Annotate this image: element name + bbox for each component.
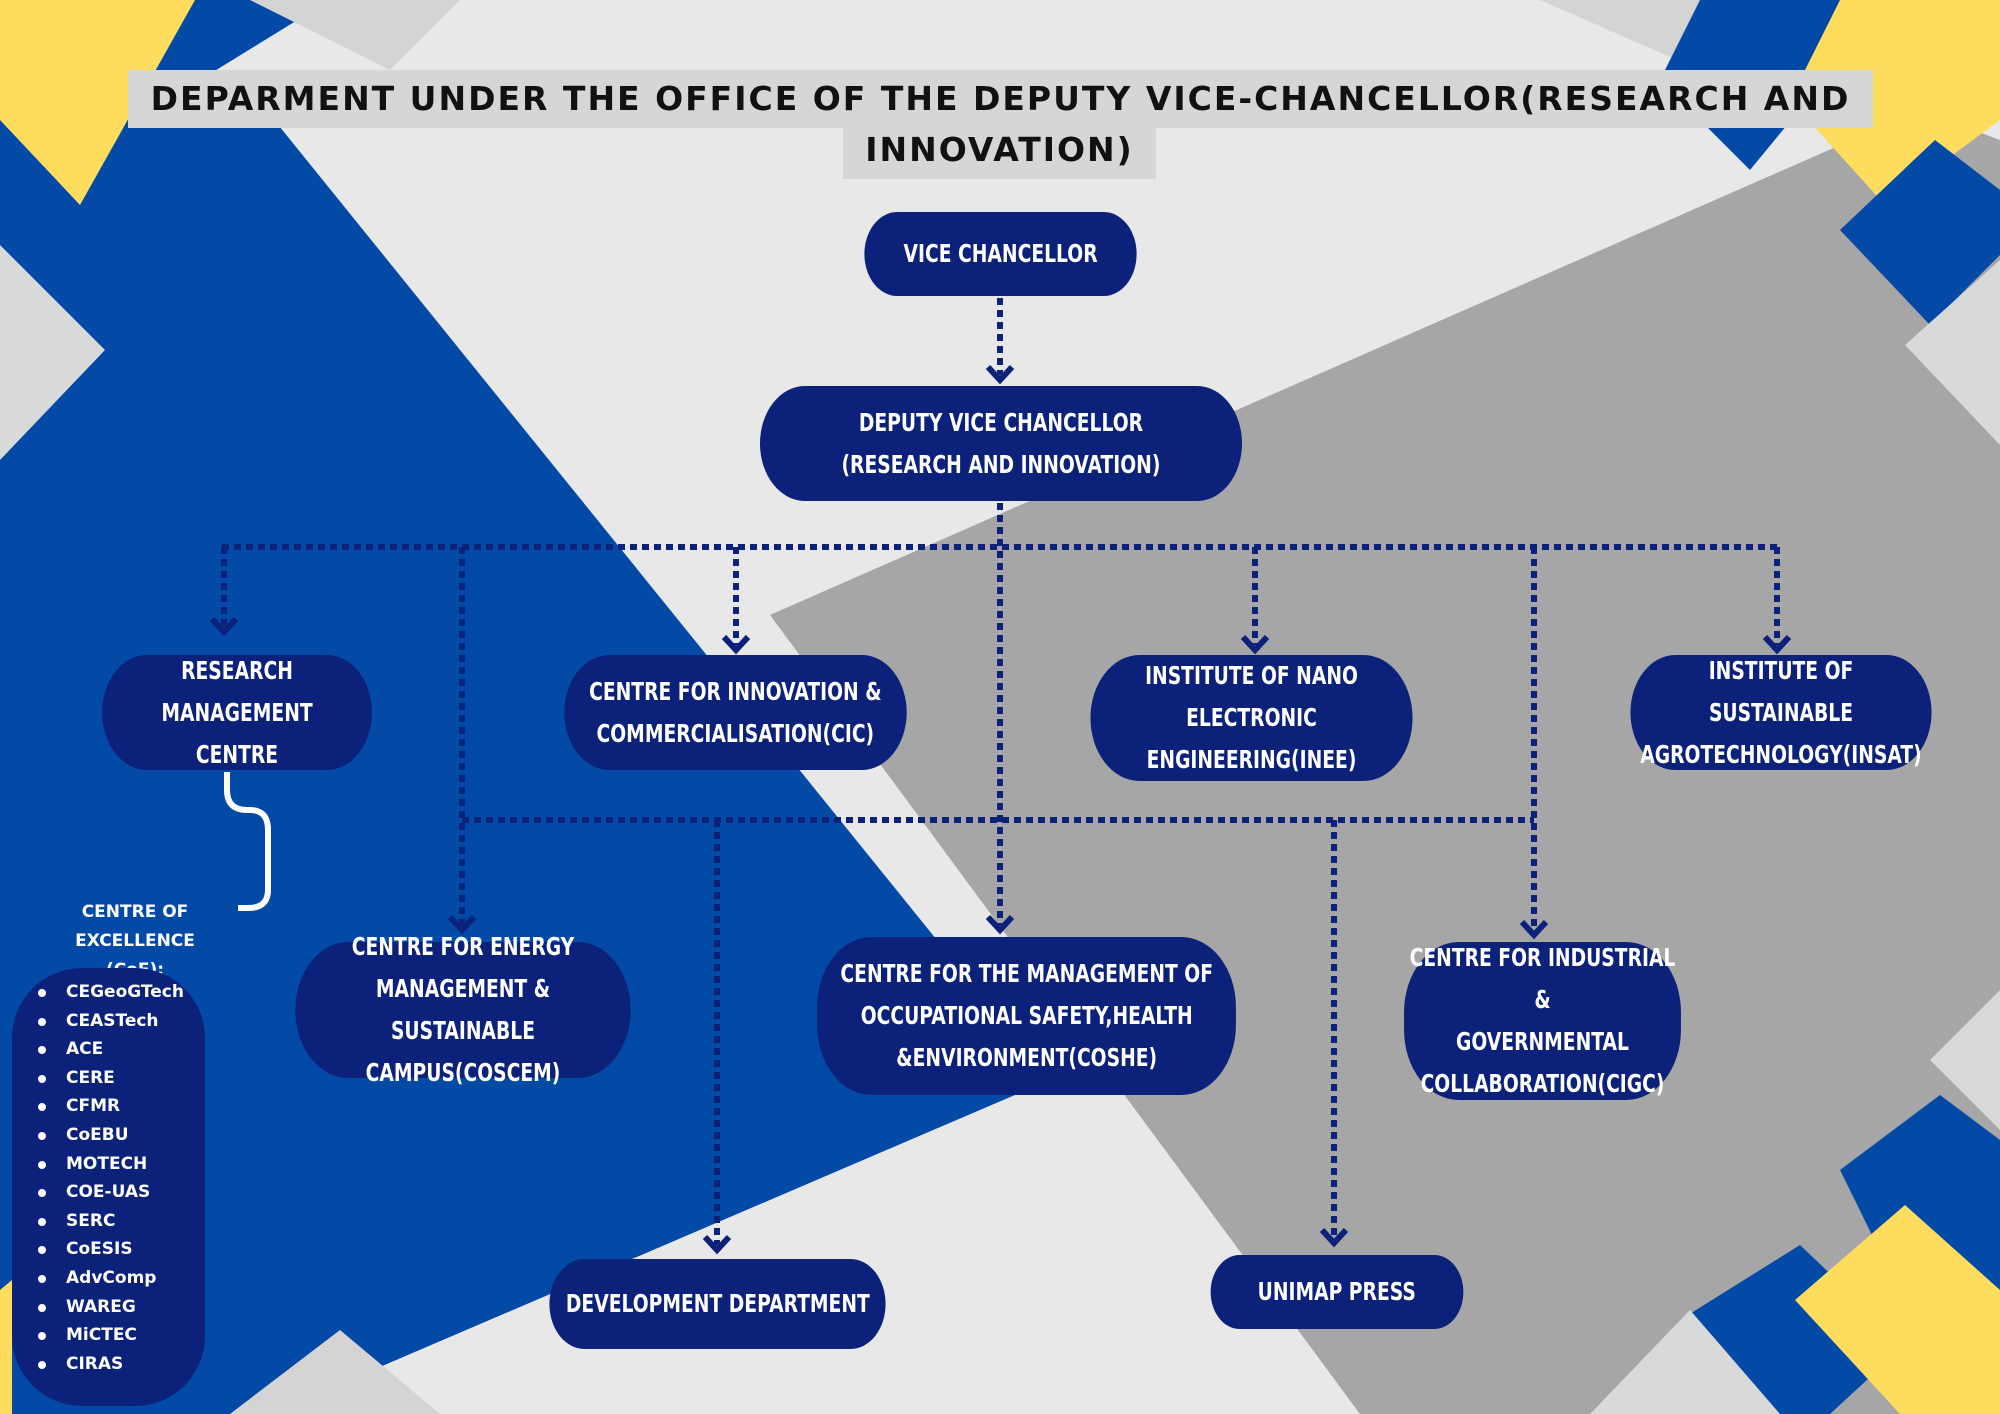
node-label-line: SUSTAINABLE CAMPUS(COSCEM) <box>365 1016 561 1087</box>
arrow-to-cigc <box>1519 919 1549 940</box>
node-label: RESEARCH MANAGEMENT CENTRE <box>102 650 372 776</box>
node-label-line: COLLABORATION(CIGC) <box>1420 1069 1665 1098</box>
page-title-line1-text: DEPARMENT UNDER THE OFFICE OF THE DEPUTY… <box>150 79 1851 118</box>
coe-list-item: SERC <box>32 1207 184 1236</box>
node-label-line: CENTRE FOR THE MANAGEMENT OF <box>840 959 1213 988</box>
node-label-line: (RESEARCH AND INNOVATION) <box>841 449 1161 479</box>
arrow-to-coshe <box>985 914 1015 935</box>
blue-triangle <box>0 90 1050 1414</box>
coe-list-item: CoEBU <box>32 1121 184 1150</box>
arrow-to-insat <box>1762 634 1792 655</box>
gray-wedge-left <box>0 245 105 460</box>
node-label: DEPUTY VICE CHANCELLOR (RESEARCH AND INNO… <box>835 402 1167 486</box>
node-label-line: CENTRE <box>195 739 279 769</box>
node-label-line: UNIMAP PRESS <box>1257 1277 1417 1306</box>
coe-list-item: MOTECH <box>32 1150 184 1179</box>
coe-list-item: CIRAS <box>32 1350 184 1379</box>
coe-list-item: CEGeoGTech <box>32 978 184 1007</box>
node-centre-energy-management: CENTRE FOR ENERGY MANAGEMENT & SUSTAINABL… <box>295 932 631 1087</box>
coe-list-item: CoESIS <box>32 1235 184 1264</box>
node-label-line: VICE CHANCELLOR <box>903 239 1098 268</box>
arrow-to-coscem <box>447 914 477 935</box>
node-centre-innovation-commercialisation: CENTRE FOR INNOVATION & COMMERCIALISATION… <box>564 655 907 770</box>
coe-list-item: WAREG <box>32 1293 184 1322</box>
yellow-corner-bottom-right <box>1795 1205 2000 1414</box>
page-title-line2: INNOVATION) <box>843 124 1156 179</box>
node-research-management-centre: RESEARCH MANAGEMENT CENTRE <box>102 655 372 770</box>
node-label: CENTRE FOR INNOVATION & COMMERCIALISATION… <box>583 671 888 755</box>
gray-wedge-top <box>250 0 460 70</box>
node-label: INSTITUTE OF SUSTAINABLE AGROTECHNOLOGY(I… <box>1630 650 1931 776</box>
coe-title-line1: CENTRE OF EXCELLENCE <box>75 902 195 951</box>
node-label-line: CENTRE FOR INNOVATION & <box>589 676 882 706</box>
coe-list-item: CFMR <box>32 1092 184 1121</box>
coe-list-item: COE-UAS <box>32 1178 184 1207</box>
arrow-to-press <box>1319 1227 1349 1248</box>
node-label-line: &ENVIRONMENT(COSHE) <box>896 1043 1157 1072</box>
coe-list-item: ACE <box>32 1035 184 1064</box>
node-label: UNIMAP PRESS <box>1255 1271 1420 1313</box>
node-label-line: OCCUPATIONAL SAFETY,HEALTH <box>860 1001 1193 1030</box>
arrow-to-development <box>702 1234 732 1255</box>
node-label-line: DEPUTY VICE CHANCELLOR <box>858 407 1144 437</box>
node-label: CENTRE FOR THE MANAGEMENT OF OCCUPATIONAL… <box>832 953 1220 1079</box>
node-label: CENTRE FOR ENERGY MANAGEMENT & SUSTAINABL… <box>295 926 630 1094</box>
gray-wedge-bottom-right <box>1590 1310 1780 1414</box>
blue-diamond-right <box>1840 140 2000 325</box>
node-label: INSTITUTE OF NANO ELECTRONIC ENGINEERING(… <box>1090 655 1412 781</box>
node-label-line: COMMERCIALISATION(CIC) <box>596 718 875 748</box>
node-institute-sustainable-agrotechnology: INSTITUTE OF SUSTAINABLE AGROTECHNOLOGY(I… <box>1630 655 1932 770</box>
arrow-to-rmc <box>209 616 239 637</box>
yellow-corner-top-left <box>0 0 195 205</box>
arrow-to-dvc <box>985 364 1015 385</box>
node-centre-occupational-safety: CENTRE FOR THE MANAGEMENT OF OCCUPATIONAL… <box>817 937 1236 1095</box>
gray-wedge-lower-right <box>1930 990 2000 1130</box>
coe-list-item: CERE <box>32 1064 184 1093</box>
gray-wedge-right <box>1905 260 2000 445</box>
arrow-to-cic <box>721 634 751 655</box>
gray-wedge-bottom-left <box>230 1330 440 1414</box>
coe-list-item: MiCTEC <box>32 1321 184 1350</box>
node-vice-chancellor: VICE CHANCELLOR <box>864 212 1137 296</box>
node-deputy-vice-chancellor: DEPUTY VICE CHANCELLOR (RESEARCH AND INNO… <box>759 386 1243 501</box>
page-title-line1: DEPARMENT UNDER THE OFFICE OF THE DEPUTY… <box>128 70 1873 128</box>
node-centre-industrial-governmental: CENTRE FOR INDUSTRIAL & GOVERNMENTAL COLLA… <box>1404 942 1681 1100</box>
node-unimap-press: UNIMAP PRESS <box>1210 1255 1464 1329</box>
node-label-line: RESEARCH MANAGEMENT <box>161 655 313 727</box>
node-label-line: INSTITUTE OF SUSTAINABLE <box>1708 655 1854 727</box>
node-label: CENTRE FOR INDUSTRIAL & GOVERNMENTAL COLLA… <box>1404 937 1681 1105</box>
node-label-line: INSTITUTE OF NANO ELECTRONIC <box>1145 661 1358 732</box>
page-title-line2-text: INNOVATION) <box>865 130 1134 169</box>
connector-rmc-coe <box>224 772 271 911</box>
arrow-to-inee <box>1240 634 1270 655</box>
node-development-department: DEVELOPMENT DEPARTMENT <box>549 1259 886 1349</box>
node-label-line: AGROTECHNOLOGY(INSAT) <box>1640 739 1922 769</box>
node-label-line: DEVELOPMENT DEPARTMENT <box>565 1289 870 1318</box>
node-label-line: CENTRE FOR ENERGY MANAGEMENT & <box>351 932 575 1003</box>
yellow-sliver-bottom-left <box>0 1280 12 1414</box>
coe-list-item: CEASTech <box>32 1007 184 1036</box>
node-label: DEVELOPMENT DEPARTMENT <box>559 1283 876 1325</box>
node-label-line: GOVERNMENTAL <box>1456 1027 1629 1056</box>
node-label-line: CENTRE FOR INDUSTRIAL & <box>1409 943 1676 1014</box>
coe-list-item: AdvComp <box>32 1264 184 1293</box>
node-label: VICE CHANCELLOR <box>899 233 1101 275</box>
node-institute-nano-electronic: INSTITUTE OF NANO ELECTRONIC ENGINEERING(… <box>1090 655 1413 781</box>
node-label-line: ENGINEERING(INEE) <box>1146 745 1357 774</box>
